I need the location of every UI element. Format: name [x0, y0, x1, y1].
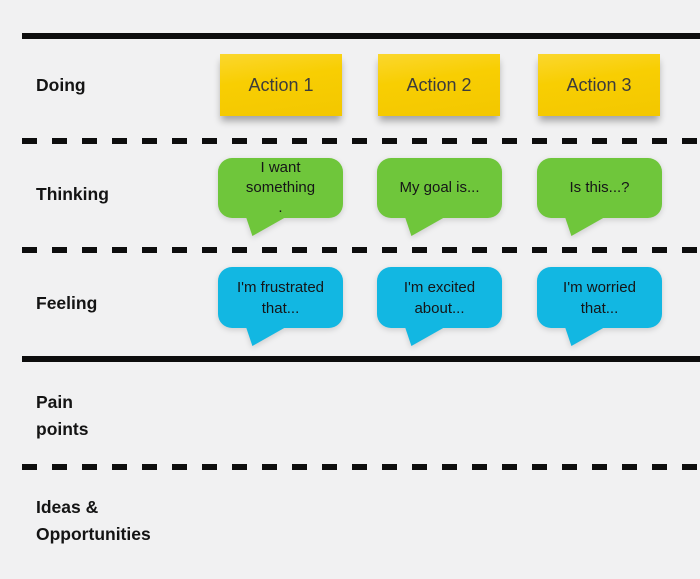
divider-solid-top — [22, 33, 700, 39]
bubble-text: I'm worried that... — [563, 278, 636, 317]
divider-dashed-pain-ideas — [22, 464, 700, 470]
feeling-bubble-1[interactable]: I'm frustrated that... — [218, 267, 343, 328]
thinking-bubble-2[interactable]: My goal is... — [377, 158, 502, 218]
row-label-pain-points: Pain points — [36, 392, 89, 439]
divider-dashed-doing-thinking — [22, 138, 700, 144]
divider-dashed-thinking-feeling — [22, 247, 700, 253]
bubble-text: I'm excited about... — [403, 278, 476, 317]
bubble-text: Is this...? — [569, 179, 630, 196]
row-label-thinking: Thinking — [36, 184, 109, 204]
bubble-text: I want something . — [245, 159, 316, 216]
row-label-ideas-opportunities: Ideas & Opportunities — [36, 497, 151, 544]
thinking-bubble-3[interactable]: Is this...? — [537, 158, 662, 218]
divider-solid-feeling-pain — [22, 356, 700, 362]
sticky-note-label: Action 2 — [406, 74, 472, 95]
sticky-note-action-2[interactable]: Action 2 — [378, 54, 500, 116]
row-label-feeling: Feeling — [36, 293, 98, 313]
sticky-note-action-3[interactable]: Action 3 — [538, 54, 660, 116]
sticky-note-label: Action 3 — [566, 74, 632, 95]
bubble-text: I'm frustrated that... — [236, 278, 325, 317]
bubble-text: My goal is... — [399, 179, 480, 196]
sticky-note-action-1[interactable]: Action 1 — [220, 54, 342, 116]
sticky-note-label: Action 1 — [248, 74, 314, 95]
row-label-doing: Doing — [36, 75, 86, 95]
thinking-bubble-1[interactable]: I want something . — [218, 158, 343, 218]
feeling-bubble-2[interactable]: I'm excited about... — [377, 267, 502, 328]
feeling-bubble-3[interactable]: I'm worried that... — [537, 267, 662, 328]
